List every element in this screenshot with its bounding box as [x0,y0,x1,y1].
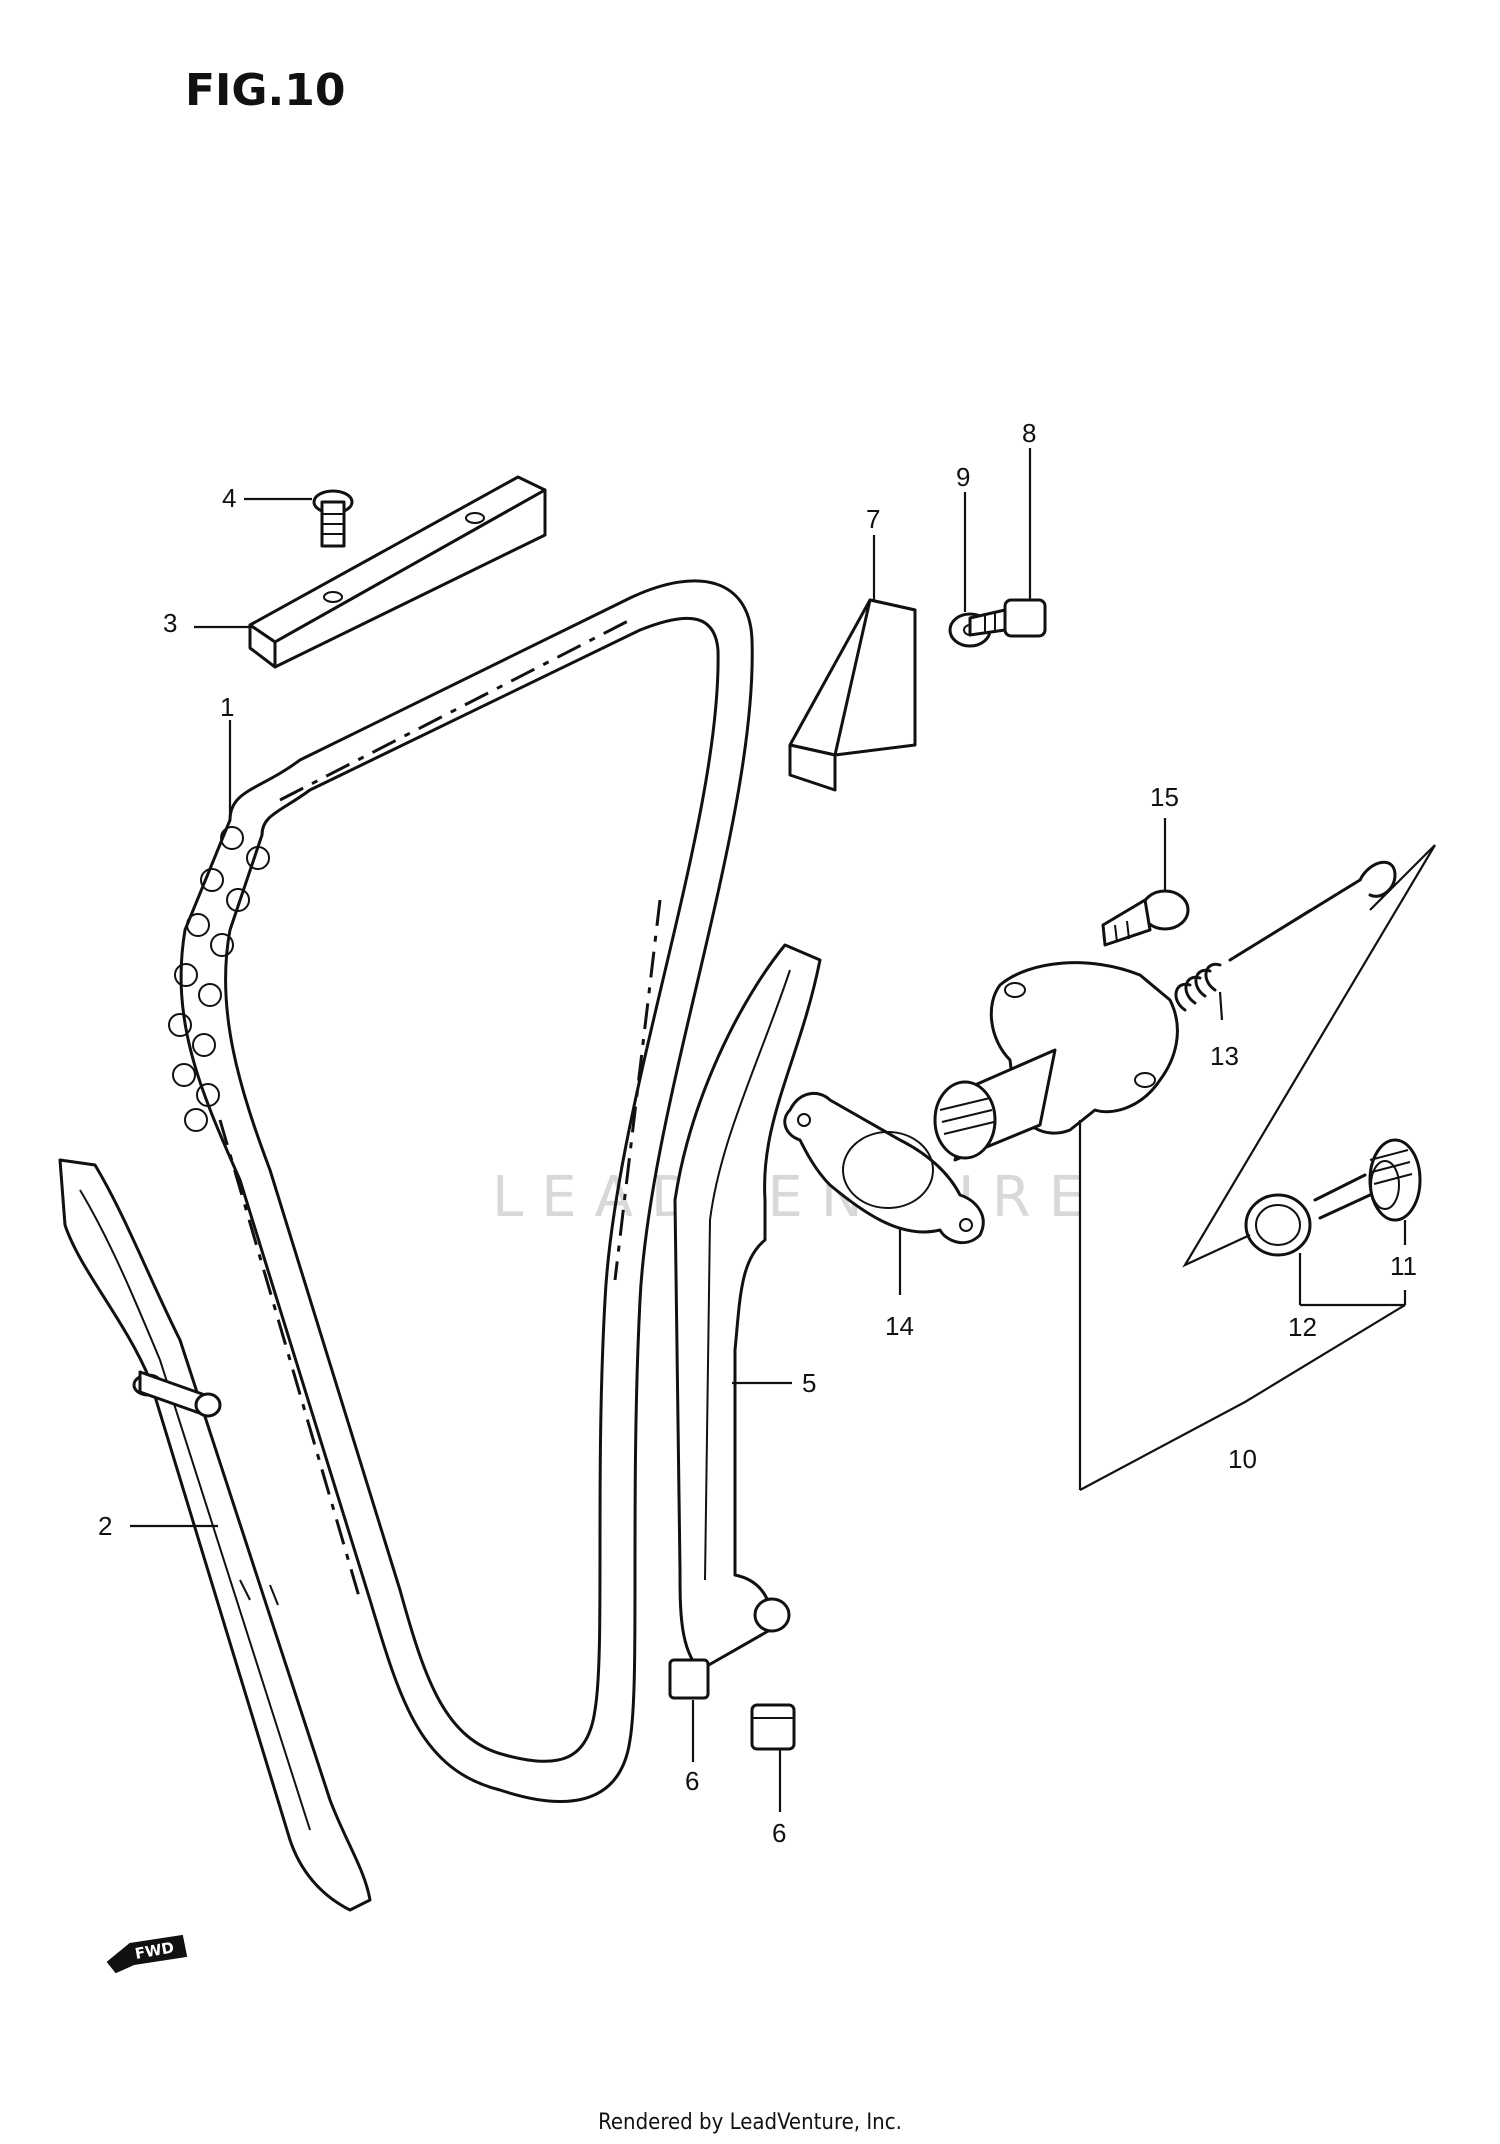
callout-4: 4 [222,483,236,513]
callout-2: 2 [98,1511,112,1541]
callout-9: 9 [956,462,970,492]
figure-title: FIG.10 [185,65,346,116]
part-7-block [788,598,917,792]
part-13-spring [1174,860,1397,1012]
part-11-plug-bolt [1313,1138,1422,1222]
assembly-outline [1182,844,1436,1268]
part-8-bolt [968,598,1047,638]
part-2-chain-guide [58,1158,372,1912]
part-12-washer [1244,1193,1312,1257]
callout-5: 5 [802,1368,816,1398]
part-15-bolt [1101,889,1190,947]
callout-6-lower: 6 [772,1818,786,1848]
leader-lines [130,448,1407,1812]
part-4-bolt [312,489,354,548]
callout-8: 8 [1022,418,1036,448]
callout-labels: 1 2 3 4 5 6 6 7 8 9 10 11 12 13 14 15 [98,418,1417,1848]
callout-15: 15 [1150,782,1179,812]
footer-credit: Rendered by LeadVenture, Inc. [598,2110,902,2135]
part-10-tensioner [933,961,1179,1490]
forward-arrow-icon: FWD [106,1934,188,1974]
part-6-damper [750,1703,796,1751]
part-5-tensioner-guide [668,943,822,1700]
callout-14: 14 [885,1311,914,1341]
callout-12: 12 [1288,1312,1317,1342]
part-1-cam-chain [168,579,754,1803]
part-3-guide-plate [248,475,547,669]
callout-3: 3 [163,608,177,638]
part-14-gasket [783,1091,985,1245]
callout-11: 11 [1390,1251,1417,1281]
watermark-text: LEADVENTURE [492,1165,1102,1230]
callout-6-upper: 6 [685,1766,699,1796]
callout-13: 13 [1210,1041,1239,1071]
callout-7: 7 [866,504,880,534]
callout-10: 10 [1228,1444,1257,1474]
assembly-outline-top [1369,844,1436,911]
callout-1: 1 [220,692,234,722]
